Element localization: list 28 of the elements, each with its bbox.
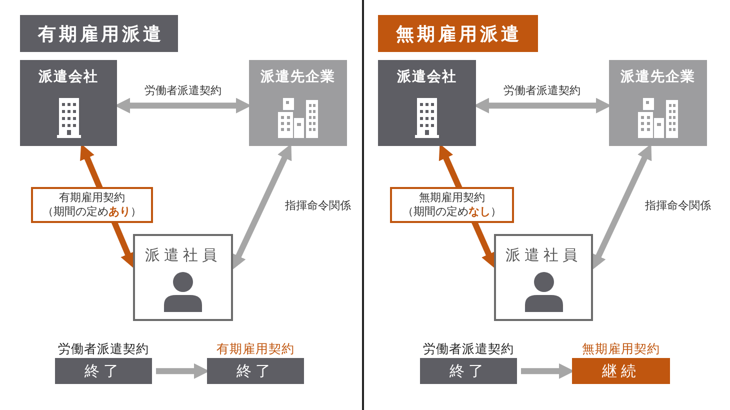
edge-label: 有期雇用契約（期間の定めあり） — [31, 187, 153, 223]
box-title: 派遣社員 — [504, 246, 582, 265]
title-band: 無期雇用派遣 — [378, 15, 538, 52]
company-box — [378, 60, 476, 146]
box-title: 派遣会社 — [38, 68, 100, 86]
arrow — [232, 144, 292, 270]
edge-label: 無期雇用契約（期間の定めなし） — [390, 187, 514, 223]
status-box: 継続 — [572, 358, 670, 384]
box-heading: 労働者派遣契約 — [422, 341, 515, 358]
box-title: 派遣先企業 — [620, 68, 696, 86]
arrow — [592, 144, 652, 270]
box-title: 派遣先企業 — [260, 68, 336, 86]
company-box — [609, 60, 707, 146]
box-heading: 無期雇用契約 — [581, 341, 661, 358]
status-box: 終了 — [207, 358, 304, 384]
box-title: 派遣社員 — [144, 246, 222, 265]
title-band: 有期雇用派遣 — [20, 15, 178, 52]
arrow — [156, 363, 210, 379]
employee-box — [133, 234, 233, 321]
box-heading: 労働者派遣契約 — [57, 341, 150, 358]
employee-box — [494, 234, 593, 321]
company-box — [249, 60, 347, 146]
box-heading: 有期雇用契約 — [216, 341, 296, 358]
arrow — [521, 363, 574, 379]
status-box: 終了 — [55, 358, 152, 384]
company-box — [20, 60, 117, 146]
box-title: 派遣会社 — [396, 68, 458, 86]
status-box: 終了 — [420, 358, 517, 384]
